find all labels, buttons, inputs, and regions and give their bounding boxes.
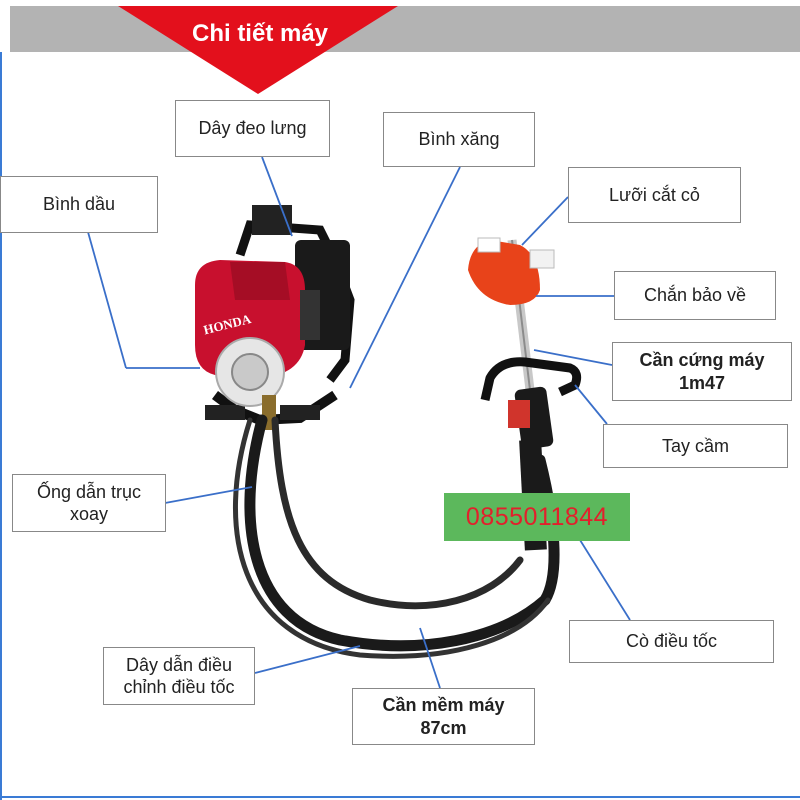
label-can-cung-may: Cần cứng máy 1m47 (612, 342, 792, 401)
label-tay-cam: Tay cầm (603, 424, 788, 468)
label-can-mem-may-line1: Cần mềm máy (382, 695, 505, 715)
label-luoi-cat-co: Lưỡi cắt cỏ (568, 167, 741, 223)
leader-day-deo-lung (261, 156, 293, 237)
leader-co-dieu-toc (574, 531, 631, 621)
label-chan-bao-ve: Chắn bảo về (614, 271, 776, 320)
label-can-cung-may-line1: Cần cứng máy (639, 350, 765, 370)
label-ong-dan-truc-line1: Ống dẫn trục (36, 481, 142, 502)
label-ong-dan-truc-line2: xoay (69, 504, 109, 524)
label-ong-dan-truc: Ống dẫn trục xoay (12, 474, 166, 532)
handle-bar (480, 357, 582, 401)
label-can-mem-may: Cần mềm máy 87cm (352, 688, 535, 745)
flexible-shaft (232, 414, 560, 659)
leader-tay-cam (574, 384, 608, 425)
label-can-cung-may-line2: 1m47 (678, 372, 726, 393)
label-binh-dau: Bình dầu (0, 176, 158, 233)
banner-triangle (118, 6, 398, 94)
frame-bottom-border (0, 796, 800, 798)
label-day-dan-line2: chỉnh điều tốc (123, 677, 235, 697)
label-can-mem-may-line2: 87cm (420, 717, 467, 738)
label-day-dan: Dây dẫn điều chỉnh điều tốc (103, 647, 255, 705)
header-banner (118, 6, 398, 94)
blade-guard (468, 237, 555, 305)
leader-binh-dau (87, 231, 127, 369)
engine (195, 260, 320, 430)
label-day-deo-lung: Dây đeo lưng (175, 100, 330, 157)
label-day-dan-line1: Dây dẫn điều (125, 654, 233, 675)
page-title: Chi tiết máy (191, 20, 329, 47)
leader-ong-dan-truc (164, 486, 253, 504)
leader-luoi-cat-co (521, 196, 569, 246)
leader-can-cung-may (533, 349, 613, 366)
phone-number: 0855011844 (444, 493, 630, 541)
leader-can-mem-may (419, 627, 441, 689)
label-co-dieu-toc: Cò điều tốc (569, 620, 774, 663)
leader-day-dan (254, 645, 361, 674)
leader-binh-xang (349, 166, 461, 389)
label-binh-xang: Bình xăng (383, 112, 535, 167)
frame-left-border (0, 52, 2, 800)
